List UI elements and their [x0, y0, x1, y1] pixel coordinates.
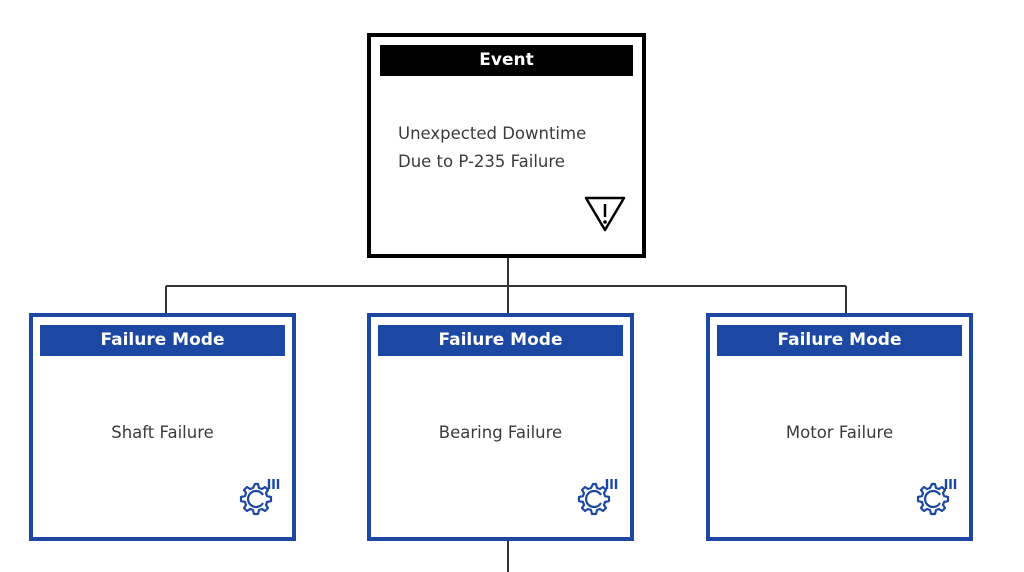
event-description: Unexpected Downtime Due to P-235 Failure — [398, 120, 632, 176]
gear-settings-icon — [916, 479, 957, 516]
failure-mode-header: Failure Mode — [717, 325, 962, 356]
failure-mode-card-bearing[interactable]: Failure Mode Bearing Failure — [367, 313, 634, 541]
failure-mode-card-motor[interactable]: Failure Mode Motor Failure — [706, 313, 973, 541]
event-description-line-2: Due to P-235 Failure — [398, 152, 565, 171]
warning-triangle-icon — [584, 196, 626, 232]
gear-settings-icon — [577, 479, 618, 516]
event-card[interactable]: Event Unexpected Downtime Due to P-235 F… — [367, 33, 646, 258]
event-description-line-1: Unexpected Downtime — [398, 124, 587, 143]
failure-mode-card-shaft[interactable]: Failure Mode Shaft Failure — [29, 313, 296, 541]
failure-mode-label: Motor Failure — [785, 423, 894, 442]
failure-mode-header: Failure Mode — [378, 325, 623, 356]
failure-mode-header: Failure Mode — [40, 325, 285, 356]
failure-mode-label: Bearing Failure — [438, 423, 563, 442]
gear-settings-icon — [239, 479, 280, 516]
event-card-header: Event — [380, 45, 633, 76]
failure-mode-label: Shaft Failure — [111, 423, 214, 442]
